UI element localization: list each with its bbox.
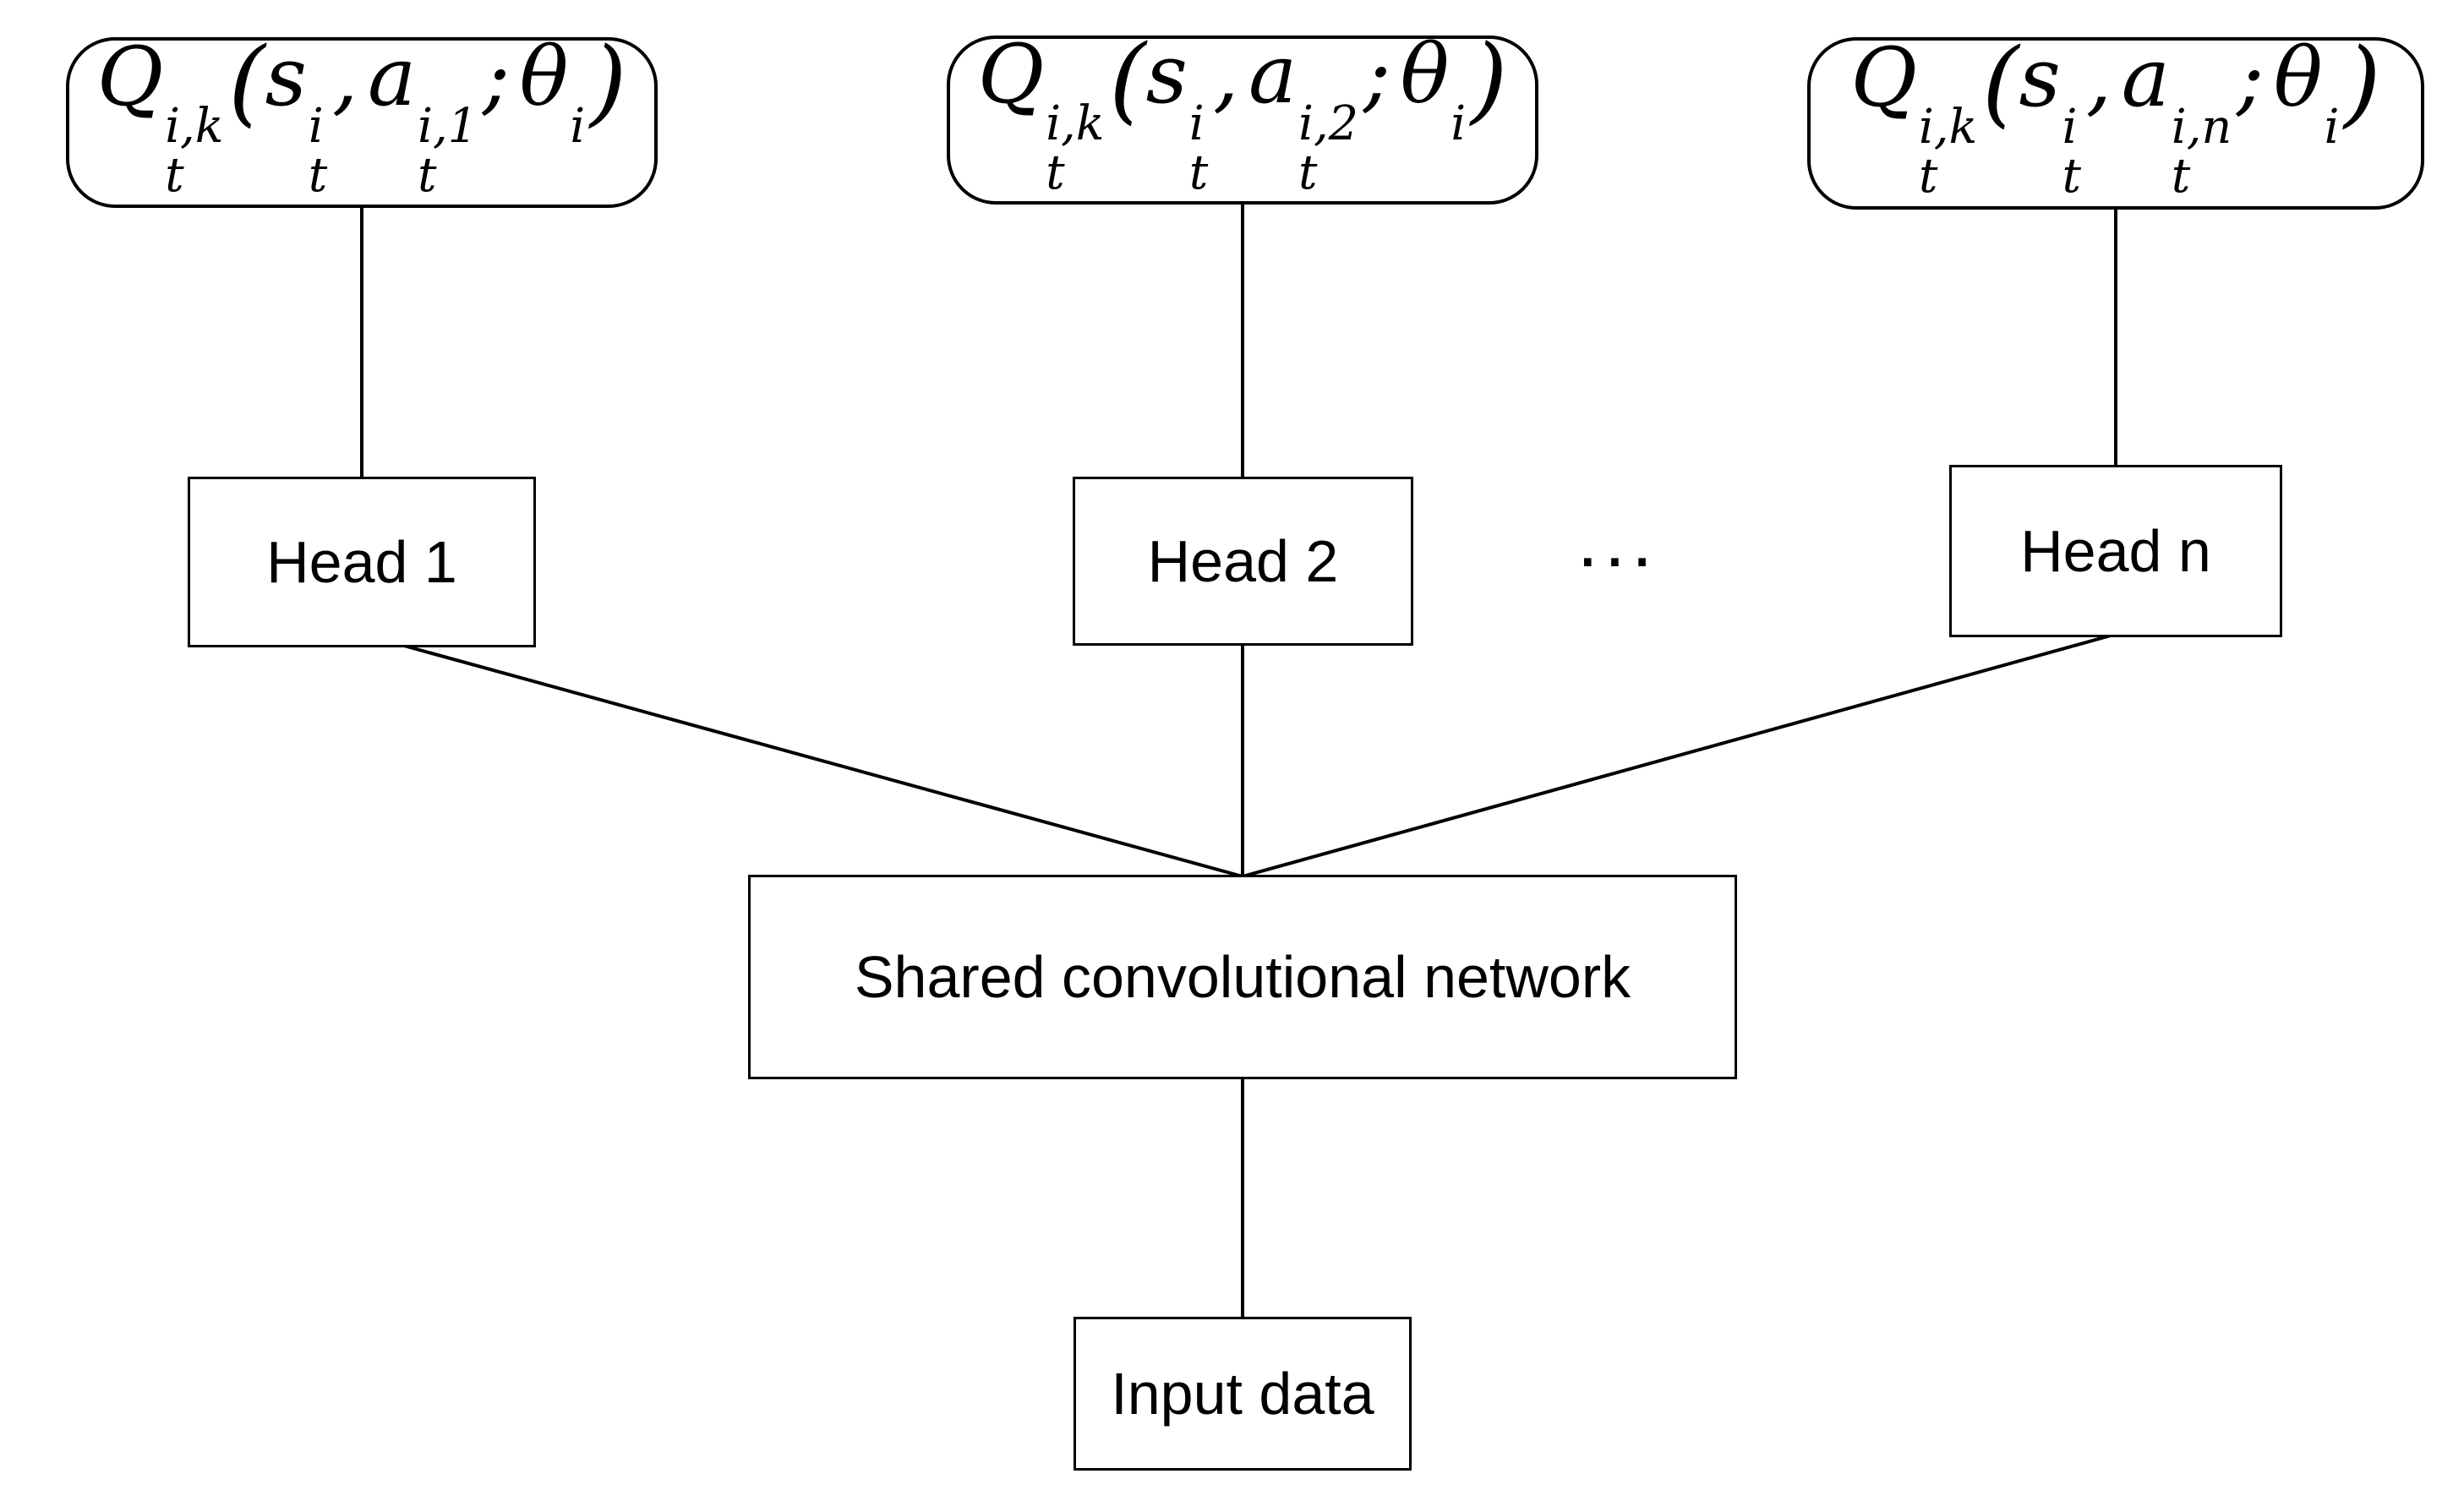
head-1-box: Head 1 [188,477,536,647]
head-2-box: Head 2 [1073,477,1413,646]
heads-ellipsis: ... [1576,499,1659,583]
input-data-label: Input data [1111,1361,1374,1427]
head-n-label: Head n [2020,518,2211,584]
shared-network-box: Shared convolutional network [748,875,1737,1079]
connector-headn-shared [1242,634,2112,878]
connector-head1-shared [403,644,1243,878]
shared-network-label: Shared convolutional network [854,944,1631,1010]
head-1-label: Head 1 [266,529,457,595]
head-n-box: Head n [1949,465,2282,637]
head-2-label: Head 2 [1147,528,1339,594]
input-data-box: Input data [1074,1317,1412,1471]
